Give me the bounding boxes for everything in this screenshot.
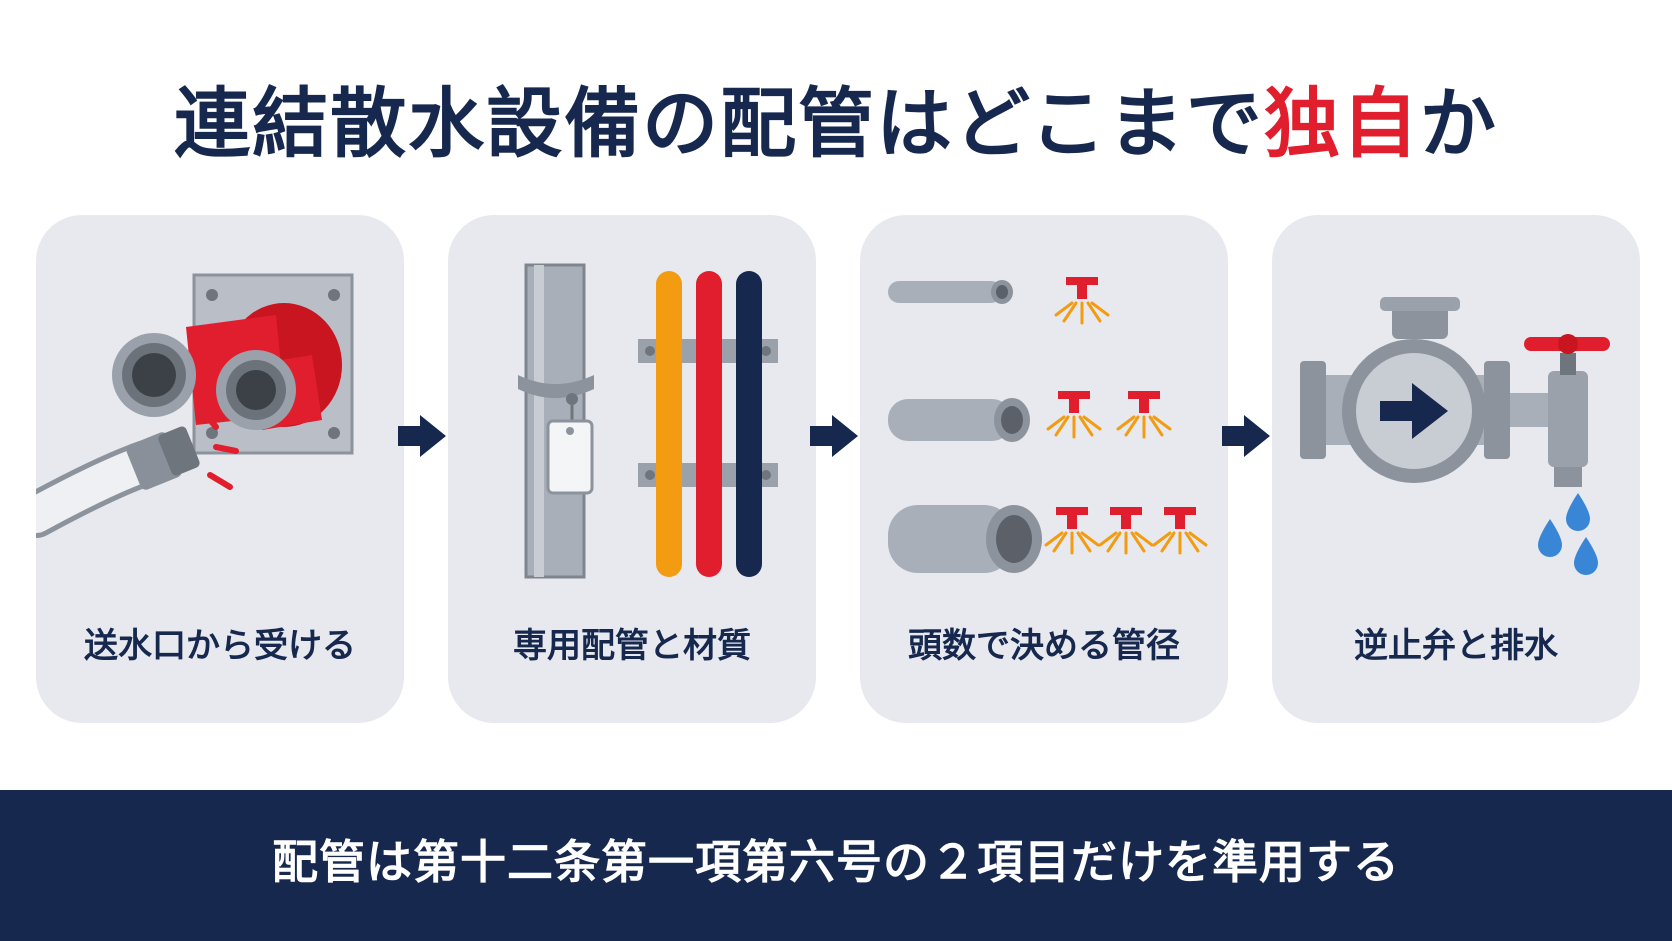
step-card-valve: 逆止弁と排水 (1272, 215, 1640, 723)
step-card-inlet: 送水口から受ける (36, 215, 404, 723)
step-card-size: 頭数で決める管径 (860, 215, 1228, 723)
fire-department-inlet-icon (36, 273, 354, 538)
summary-text: 配管は第十二条第一項第六号の２項目だけを準用する (272, 835, 1400, 889)
step-card-pipe: 専用配管と材質 (448, 215, 816, 723)
arrow-right-icon (808, 413, 860, 463)
step-label: 逆止弁と排水 (1354, 626, 1558, 666)
page-title: 連結散水設備の配管はどこまで独自か (0, 62, 1672, 172)
summary-banner: 配管は第十二条第一項第六号の２項目だけを準用する (0, 790, 1672, 941)
title-suffix: か (1419, 79, 1498, 168)
title-highlight: 独自 (1263, 79, 1420, 168)
step-label: 頭数で決める管径 (908, 626, 1180, 666)
step-label: 送水口から受ける (84, 626, 356, 666)
arrow-right-icon (396, 413, 448, 463)
check-valve-drain-icon (1300, 297, 1610, 575)
pipe-material-icon (518, 263, 778, 579)
arrow-right-icon (1220, 413, 1272, 463)
sprinkler-pipe-size-icon (888, 275, 1208, 573)
step-label: 専用配管と材質 (513, 626, 751, 666)
title-text: 連結散水設備の配管はどこまで (174, 79, 1264, 168)
